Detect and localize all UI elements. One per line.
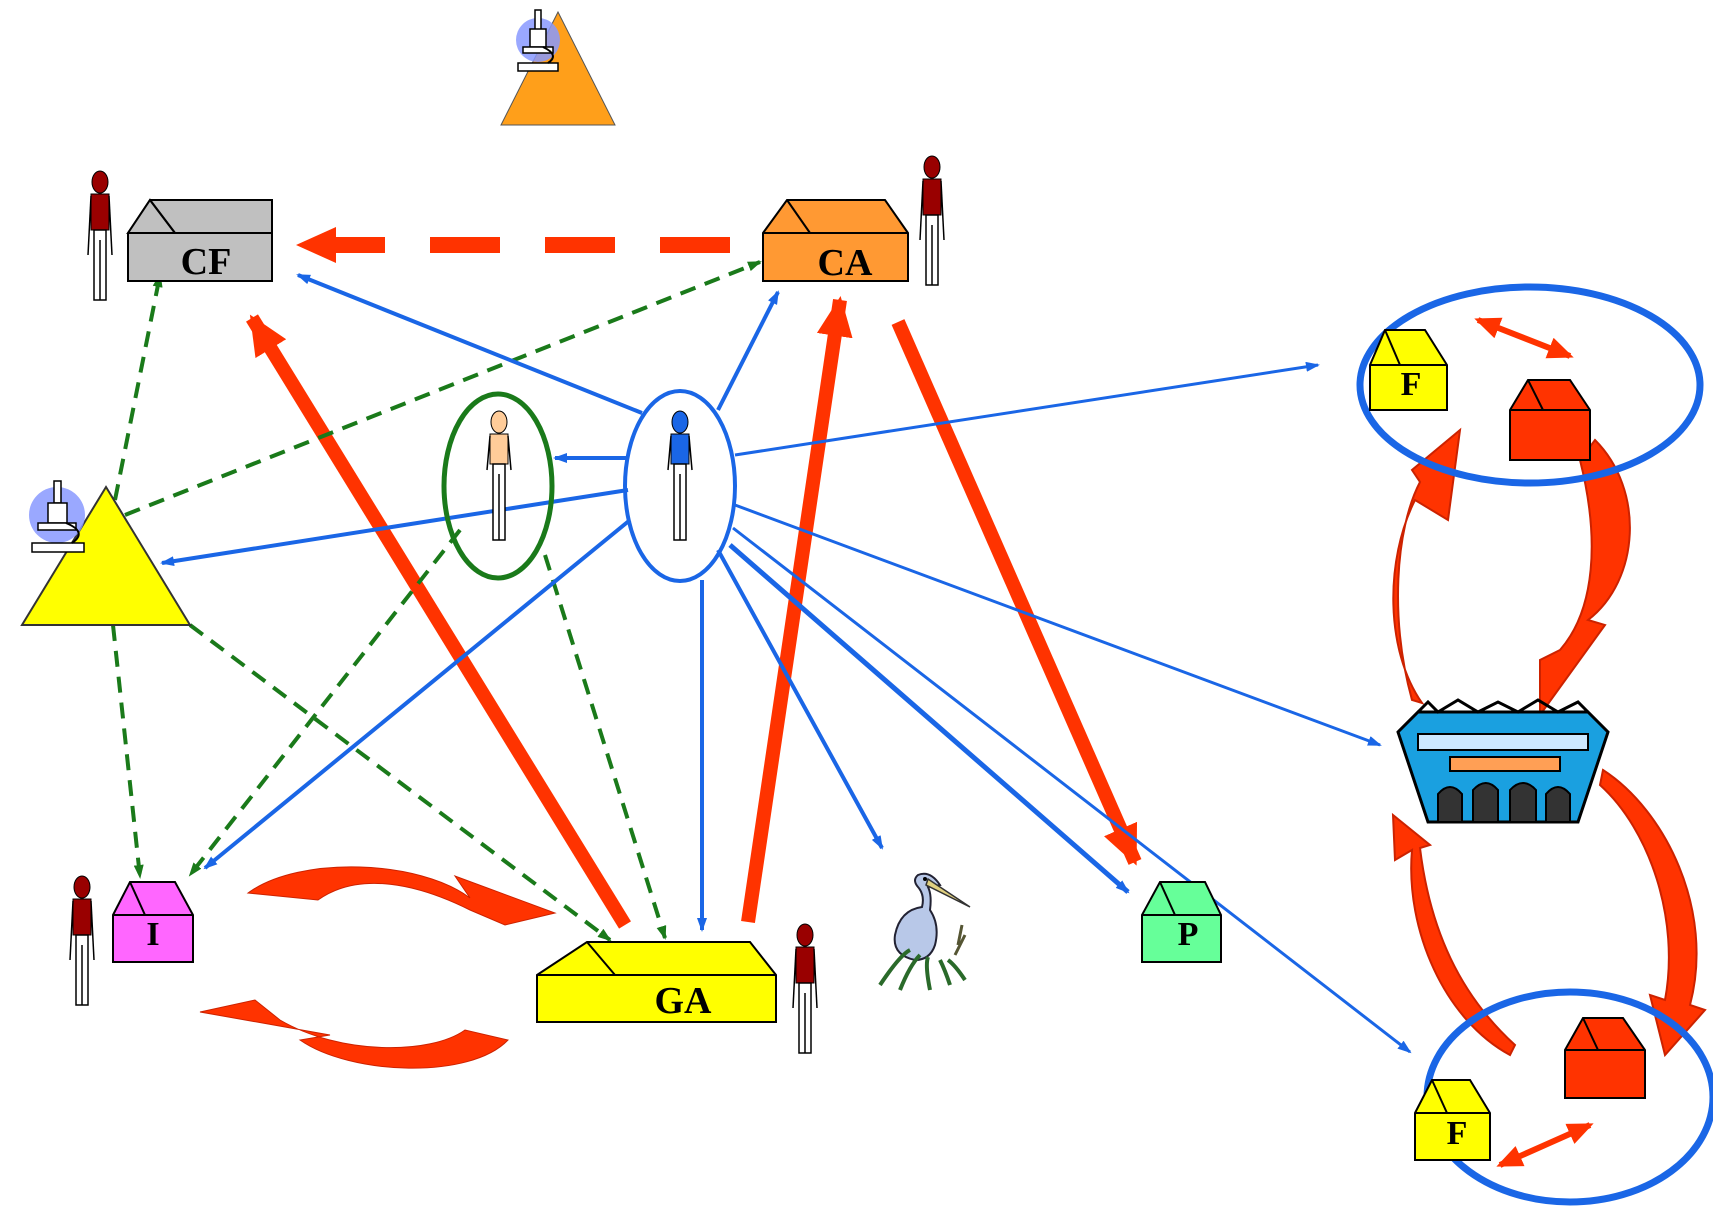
center-person-ellipse <box>623 389 737 583</box>
house-p[interactable]: P <box>1141 881 1222 963</box>
blue-arrow-to-p <box>728 543 1130 894</box>
curved-arrow-right-down-bottom <box>1598 768 1707 1058</box>
red-house-bottom <box>1564 1017 1646 1099</box>
aside-person-ellipse <box>441 391 555 581</box>
house-ga-label: GA <box>655 980 713 1022</box>
house-f-bottom-label: F <box>1447 1115 1468 1152</box>
green-dashed-arrows <box>111 260 762 942</box>
house-i[interactable]: I <box>112 881 194 963</box>
circulation-arrows <box>1391 427 1707 1058</box>
person-icon-ca <box>919 155 945 286</box>
lab-triangle-left <box>20 485 192 626</box>
green-arrow-aside-to-ga <box>543 554 667 940</box>
microscope-icon-top <box>516 9 560 72</box>
house-cf-label: CF <box>181 241 232 283</box>
red-flow-arrows <box>246 227 1142 929</box>
heron-icon <box>878 872 971 991</box>
person-icon-i <box>69 875 95 1006</box>
blue-arrow-to-stadium <box>734 503 1382 747</box>
house-f-top[interactable]: F <box>1369 329 1448 411</box>
red-arrow-ca-to-p <box>891 319 1142 866</box>
top-farm-ellipse <box>1356 283 1704 487</box>
red-arrow-ga-to-ca <box>741 296 853 924</box>
green-arrow-lab-to-cf <box>113 273 163 501</box>
person-icon-center[interactable] <box>667 410 693 541</box>
green-arrow-lab-to-ca <box>124 260 762 517</box>
person-icon-aside[interactable] <box>486 410 512 541</box>
curved-arrow-left-up-bottom <box>1391 812 1517 1057</box>
curved-arrow-ga-to-i <box>199 999 509 1069</box>
blue-arrow-to-i <box>203 518 632 870</box>
house-p-label: P <box>1178 916 1199 953</box>
person-icon-cf <box>87 170 113 301</box>
green-arrow-lab-to-ga <box>188 623 612 942</box>
double-arrow-top-farm <box>1474 317 1574 359</box>
house-f-top-label: F <box>1401 366 1422 403</box>
house-cf[interactable]: CF <box>126 198 273 283</box>
curved-arrows-i-ga <box>199 866 557 1069</box>
green-arrow-lab-to-i <box>111 624 144 879</box>
red-house-top <box>1509 379 1591 461</box>
blue-arrow-to-heron <box>716 549 884 850</box>
house-i-label: I <box>146 916 159 953</box>
green-arrow-aside-to-i <box>188 528 462 877</box>
blue-arrow-to-top-f <box>734 361 1320 457</box>
person-icon-ga <box>792 923 818 1054</box>
house-ga[interactable]: GA <box>536 941 777 1023</box>
curved-arrow-i-to-ga <box>246 866 557 926</box>
blue-arrow-to-ca <box>716 290 780 411</box>
red-arrow-ga-to-cf <box>246 314 631 929</box>
blue-arrow-to-cf <box>296 273 643 415</box>
blue-arrow-to-bottom-f <box>732 526 1412 1054</box>
house-ca-label: CA <box>818 242 873 284</box>
stadium-icon <box>1396 698 1610 824</box>
microscope-icon-left <box>29 480 85 553</box>
house-ca[interactable]: CA <box>762 199 909 284</box>
curved-arrow-left-up-top <box>1392 427 1462 705</box>
house-f-bottom[interactable]: F <box>1414 1079 1491 1161</box>
double-arrow-bottom-farm <box>1496 1122 1594 1168</box>
